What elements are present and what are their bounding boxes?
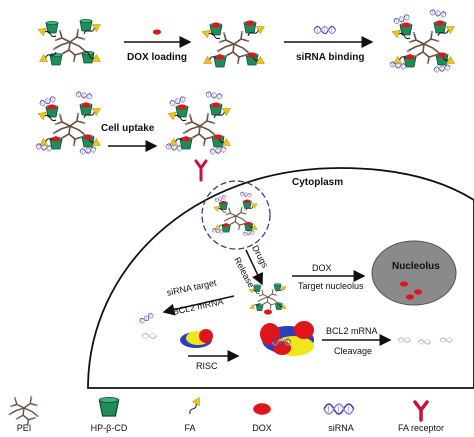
pei-icon (7, 395, 40, 427)
free-sirna (138, 312, 155, 325)
fa-receptor-icon (413, 400, 429, 422)
endocytosed-nanocarrier (212, 192, 259, 236)
nanocarrier-at-cell (166, 91, 233, 154)
legend-label-dox: DOX (252, 423, 272, 433)
label-target-nucleolus: Target nucleolus (298, 281, 364, 291)
sirna-legend-icon (323, 403, 355, 415)
label-risc: RISC (196, 361, 218, 371)
mrna-fragment-2 (417, 339, 431, 345)
label-dox-loading: DOX loading (127, 52, 187, 63)
label-cleavage: Cleavage (334, 346, 373, 356)
fa-icon (186, 395, 204, 417)
label-bcl2-mrna-right: BCL2 mRNA (326, 326, 378, 336)
arrow-sirna-target (162, 295, 235, 316)
hp-beta-cd-icon (98, 396, 120, 417)
nucleolus-dox-1 (400, 281, 408, 287)
label-dox-cell: DOX (312, 263, 332, 273)
endosome (201, 180, 271, 250)
nanocarrier-sirna-loaded (390, 9, 457, 72)
legend-label-fa: FA (184, 423, 196, 433)
legend-label-hp-beta-cd: HP-β-CD (90, 423, 128, 433)
mrna-fragment-1 (397, 337, 411, 343)
arrow-release (245, 249, 263, 286)
bcl2-mrna-left (141, 333, 157, 339)
risc-mrna-complex (260, 321, 314, 356)
label-nucleolus: Nucleolus (392, 261, 440, 272)
label-sirna-binding: siRNA binding (296, 52, 365, 63)
cell-membrane (87, 167, 474, 389)
dox-legend-icon (253, 403, 271, 415)
nanocarrier-empty (37, 19, 103, 65)
label-cell-uptake: Cell uptake (101, 123, 155, 134)
released-nanocarrier (248, 283, 287, 310)
nanocarrier-dox-loaded (201, 20, 267, 67)
nanocarrier-before-uptake (36, 91, 103, 154)
label-cytoplasm: Cytoplasm (292, 177, 344, 188)
mrna-fragment-3 (439, 337, 453, 343)
nucleolus (371, 240, 457, 306)
risc-complex-left (180, 329, 213, 348)
fa-receptor (194, 159, 208, 182)
legend-label-fa-receptor: FA receptor (397, 423, 445, 433)
dox-icon (153, 29, 161, 35)
released-dox (264, 309, 272, 315)
nucleolus-dox-2 (414, 289, 422, 295)
legend-label-sirna: siRNA (328, 423, 354, 433)
nucleolus-dox-3 (406, 294, 414, 300)
sirna-icon (313, 25, 337, 35)
legend-label-pei: PEI (16, 423, 32, 433)
